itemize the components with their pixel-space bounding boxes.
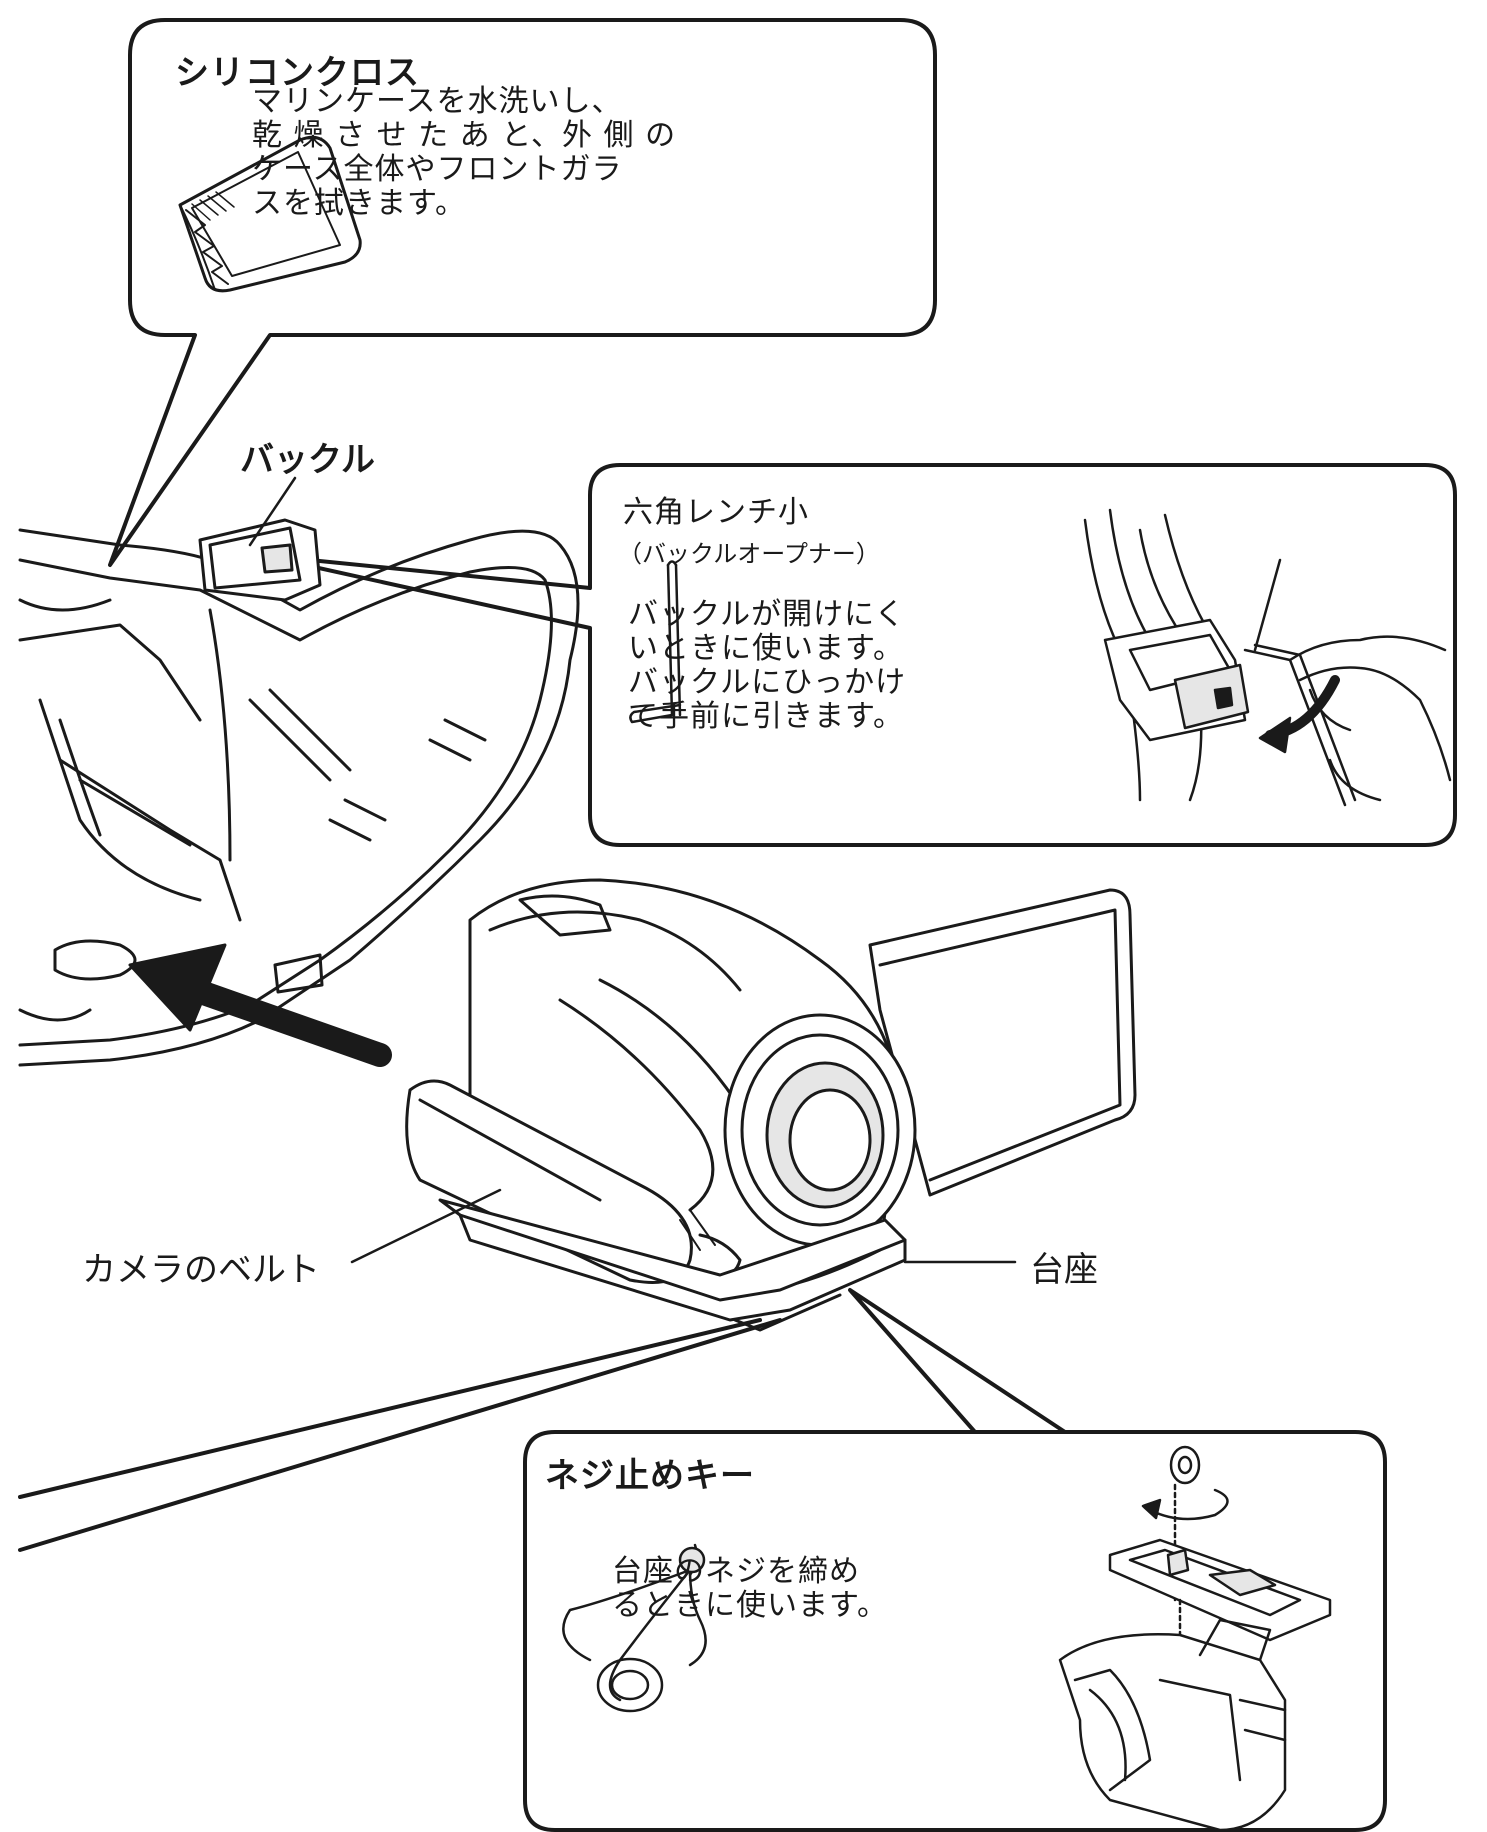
silicon-cloth-line: スを拭きます。 [252, 186, 466, 221]
screw-key-line: 台座のネジを締め [612, 1554, 860, 1589]
screw-key-callout-bubble [523, 1288, 1387, 1832]
camcorder-illustration [405, 878, 1137, 1332]
screw-key-description: 台座のネジを締め るときに使います。 [612, 1555, 888, 1623]
screw-key-line: るときに使います。 [612, 1588, 888, 1623]
insert-direction-arrow [128, 943, 392, 1067]
silicon-cloth-line: マリンケースを水洗いし、 [252, 84, 623, 119]
hex-wrench-line: いときに使います。 [628, 631, 904, 666]
buckle-label: バックル [240, 440, 375, 480]
base-screw-illustration [1058, 1445, 1332, 1832]
hex-wrench-callout-bubble [258, 463, 1457, 847]
camera-belt-leader [350, 1188, 502, 1264]
rotation-arrow [1148, 1488, 1229, 1521]
screw-key-icon [562, 1543, 707, 1713]
hex-wrench-line: バックルにひっかけ [628, 665, 907, 700]
marine-case-illustration [18, 476, 580, 1067]
hex-wrench-description: バックルが開けにく いときに使います。 バックルにひっかけ て手前に引きます。 [628, 598, 906, 734]
buckle-opening-illustration [1083, 508, 1452, 807]
silicon-cloth-callout-bubble [108, 18, 937, 567]
silicon-cloth-line: ケース全体やフロントガラ [252, 152, 623, 187]
silicon-cloth-description: マリンケースを水洗いし、 乾 燥 さ せ た あ と、外 側 の ケース全体やフ… [252, 85, 676, 221]
hex-wrench-subtitle: （バックルオープナー） [618, 540, 880, 568]
silicon-cloth-title: シリコンクロス [175, 53, 420, 93]
hex-wrench-line: て手前に引きます。 [628, 699, 904, 734]
hex-wrench-line: バックルが開けにく [628, 597, 906, 632]
base-plate [438, 1198, 907, 1302]
hex-wrench-title: 六角レンチ小 [623, 495, 809, 530]
silicon-cloth-icon [178, 135, 362, 293]
hex-wrench-icon [629, 560, 682, 724]
camera-belt-label: カメラのベルト [82, 1250, 320, 1290]
silicon-cloth-line: 乾 燥 さ せ た あ と、外 側 の [252, 118, 677, 153]
screw-key-title: ネジ止めキー [545, 1456, 755, 1496]
base-label: 台座 [1030, 1250, 1098, 1290]
